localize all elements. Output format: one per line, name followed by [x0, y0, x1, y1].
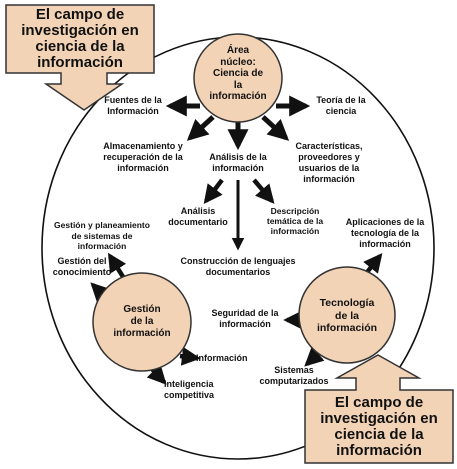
arrow-to-analisis-doc [203, 178, 224, 205]
arrow-to-caracteristicas [261, 115, 290, 141]
node-core-label: Área núcleo: Ciencia de la información [209, 45, 267, 102]
callout-bottom-shape [304, 354, 454, 464]
arrow-to-descripcion [252, 178, 275, 204]
callout-bottom-text: El campo de investigación en ciencia de … [320, 394, 438, 459]
node-core-circle [193, 33, 283, 123]
label-informacion: Información [196, 353, 248, 363]
arrow-to-informacion [179, 346, 201, 366]
node-management-label: Gestión de la información [113, 304, 171, 339]
callout-top-text: El campo de investigación en ciencia de … [21, 6, 139, 71]
core-arrows [165, 95, 311, 251]
arrow-to-almacenamiento [186, 115, 215, 141]
node-management-circle [92, 272, 192, 372]
node-technology-circle [298, 266, 396, 364]
node-technology-label: Tecnología de la información [316, 297, 378, 334]
arrow-to-gestion-planeamiento [107, 252, 127, 282]
callout-top-shape [5, 4, 155, 111]
